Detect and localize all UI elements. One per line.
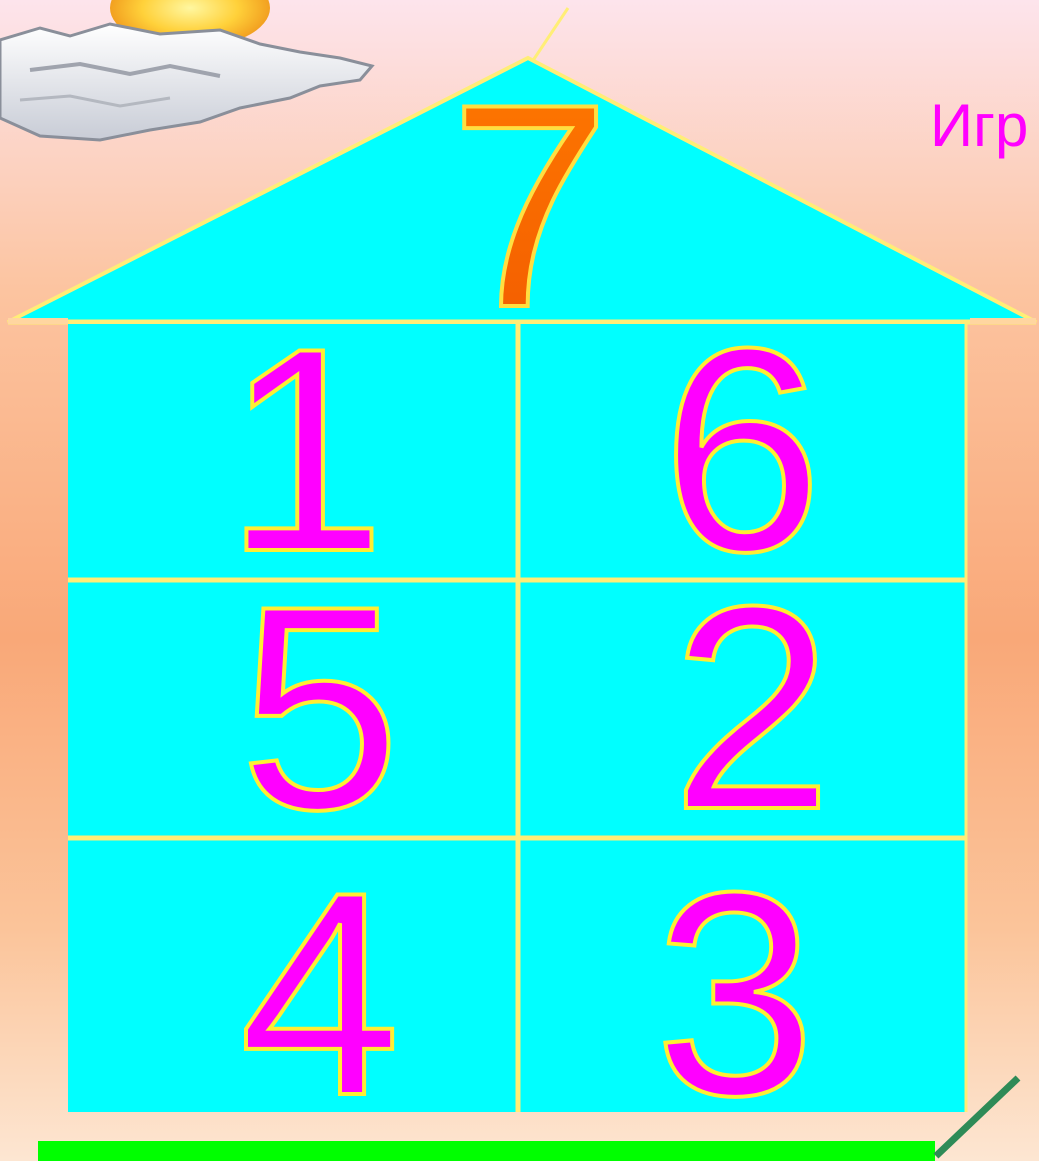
- corner-stroke: [0, 0, 1039, 1161]
- scene: Игр 7 1 6 5 2 4 3: [0, 0, 1039, 1161]
